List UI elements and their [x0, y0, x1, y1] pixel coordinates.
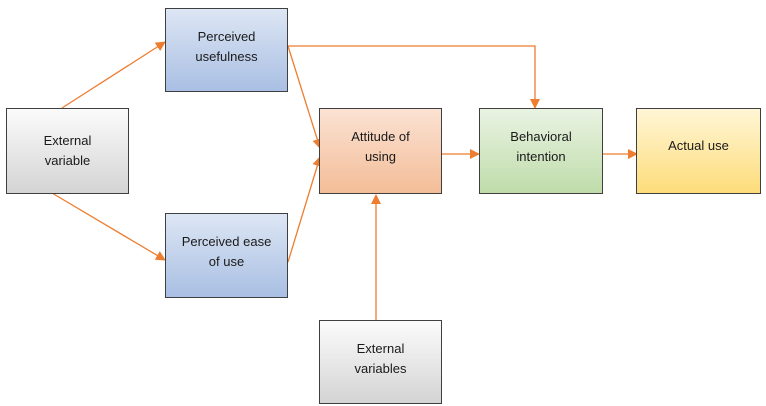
node-label: External	[356, 341, 405, 356]
edge-usefulness-to-intention	[288, 45, 540, 109]
node-label: variables	[354, 361, 407, 376]
edge-ease-to-attitude	[287, 156, 323, 263]
node-label: Behavioral	[510, 129, 572, 144]
edge-external-to-usefulness	[61, 41, 166, 109]
node-label: intention	[516, 149, 566, 164]
node-label: Perceived	[197, 29, 256, 44]
node-external-variables: External variables	[319, 320, 442, 404]
node-label: Perceived ease	[181, 234, 272, 249]
node-external-variable: External variable	[6, 108, 129, 194]
node-perceived-usefulness: Perceived usefulness	[165, 8, 288, 92]
node-behavioral-intention: Behavioral intention	[479, 108, 603, 194]
node-attitude-of-using: Attitude of using	[319, 108, 442, 194]
edge-external-to-ease	[51, 192, 166, 261]
node-label: variable	[44, 153, 91, 168]
node-label: usefulness	[195, 49, 258, 64]
node-actual-use: Actual use	[636, 108, 761, 194]
node-perceived-ease-of-use: Perceived ease of use	[165, 213, 288, 298]
node-label: Attitude of	[351, 129, 410, 144]
node-label: using	[364, 149, 397, 164]
edge-usefulness-to-attitude	[287, 45, 323, 149]
node-label: External	[43, 133, 92, 148]
node-label: Actual use	[668, 138, 729, 153]
node-label: of use	[208, 254, 245, 269]
